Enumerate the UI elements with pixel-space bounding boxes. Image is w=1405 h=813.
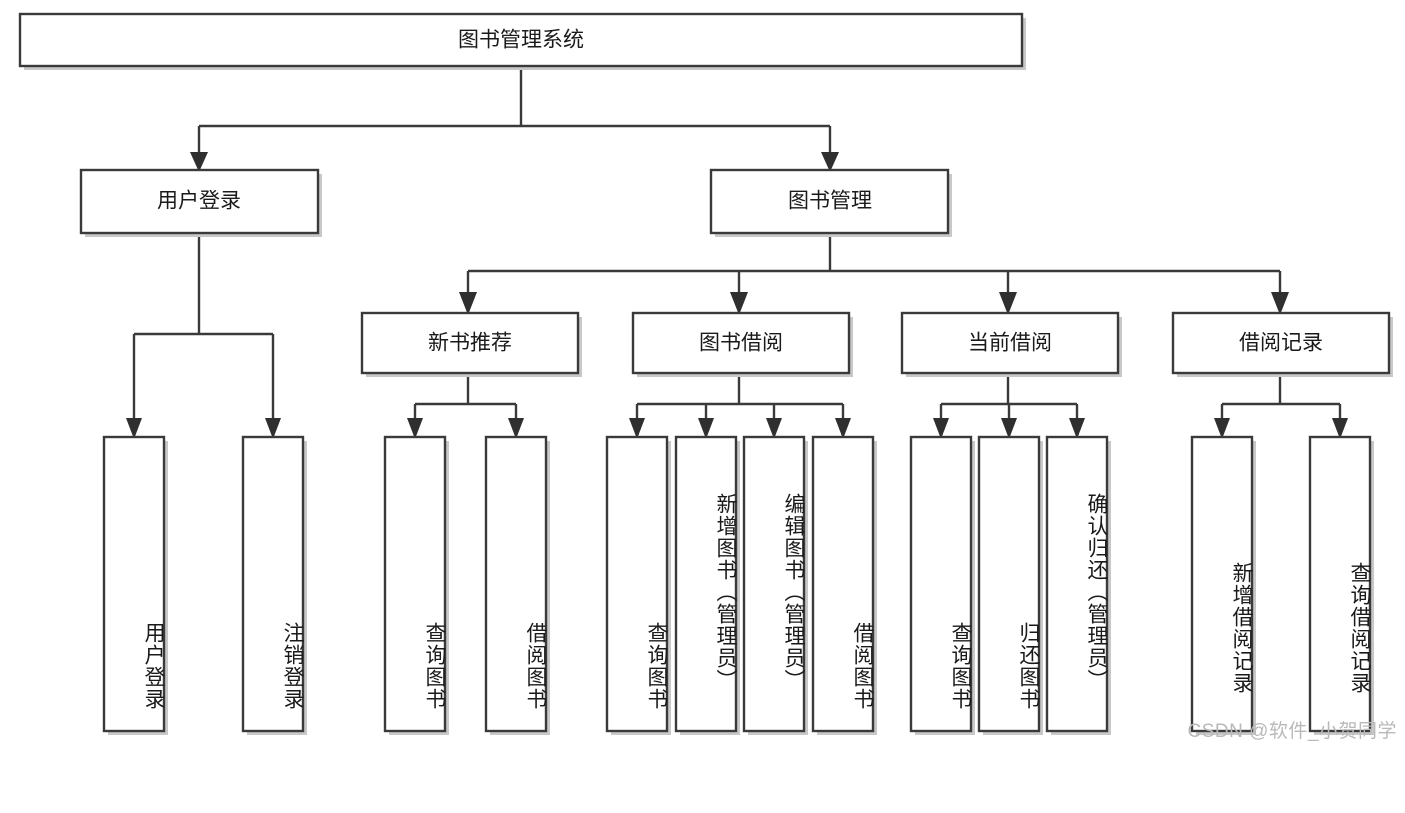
- book-manage-label: 图书管理: [788, 190, 872, 213]
- arrow-to-current-borrow: [999, 292, 1017, 315]
- arrow-to-leaf-return-book: [1001, 418, 1017, 439]
- node-book-borrow[interactable]: [631, 311, 851, 375]
- arrow-to-leaf-query-book-2: [629, 418, 645, 439]
- arrow-to-leaf-borrow-book-1: [508, 418, 524, 439]
- node-root[interactable]: [18, 12, 1024, 68]
- book-borrow-label: 图书借阅: [699, 332, 783, 355]
- arrow-to-leaf-borrow-book-2: [835, 418, 851, 439]
- arrow-to-borrow-record: [1271, 292, 1289, 315]
- node-leaf-query-book-3[interactable]: [909, 435, 973, 733]
- arrow-to-leaf-add-record: [1214, 418, 1230, 439]
- node-leaf-query-record[interactable]: [1308, 435, 1372, 733]
- node-leaf-add-book[interactable]: [674, 435, 738, 733]
- arrow-to-leaf-query-book-1: [407, 418, 423, 439]
- node-leaf-user-login[interactable]: [102, 435, 166, 733]
- arrow-to-leaf-query-book-3: [933, 418, 949, 439]
- arrow-to-new-book-rec: [459, 292, 477, 315]
- node-leaf-confirm-return[interactable]: [1045, 435, 1109, 733]
- arrow-to-leaf-user-login: [126, 418, 142, 439]
- borrow-record-label: 借阅记录: [1239, 332, 1323, 355]
- arrow-to-leaf-add-book: [698, 418, 714, 439]
- csdn-watermark: CSDN @软件_小贺同学: [1187, 721, 1397, 742]
- arrow-to-leaf-logout: [265, 418, 281, 439]
- arrow-to-user-login: [190, 152, 208, 172]
- diagram-canvas: 图书管理系统 用户登录 图书管理 新书推荐 图书借阅 当前借阅 借阅记录: [18, 12, 1393, 735]
- node-borrow-record[interactable]: [1171, 311, 1391, 375]
- node-new-book-rec[interactable]: [360, 311, 580, 375]
- node-leaf-query-book-2[interactable]: [605, 435, 669, 733]
- node-leaf-add-record[interactable]: [1190, 435, 1254, 733]
- arrow-to-leaf-query-record: [1332, 418, 1348, 439]
- node-current-borrow[interactable]: [900, 311, 1120, 375]
- current-borrow-label: 当前借阅: [968, 332, 1052, 355]
- hierarchy-diagram: 图书管理系统 用户登录 图书管理 新书推荐 图书借阅 当前借阅 借阅记录: [18, 12, 1397, 742]
- node-leaf-return-book[interactable]: [977, 435, 1041, 733]
- node-leaf-query-book-1[interactable]: [383, 435, 447, 733]
- node-user-login[interactable]: [79, 168, 320, 235]
- arrow-to-leaf-edit-book: [766, 418, 782, 439]
- user-login-label: 用户登录: [157, 190, 241, 213]
- node-leaf-edit-book[interactable]: [742, 435, 806, 733]
- node-book-manage[interactable]: [709, 168, 950, 235]
- arrowhead-layer: [126, 152, 1348, 439]
- new-book-rec-label: 新书推荐: [428, 332, 512, 355]
- arrow-to-leaf-confirm-return: [1069, 418, 1085, 439]
- arrow-to-book-manage: [821, 152, 839, 172]
- node-leaf-borrow-book-1[interactable]: [484, 435, 548, 733]
- root-label: 图书管理系统: [458, 29, 584, 52]
- node-layer: 图书管理系统 用户登录 图书管理 新书推荐 图书借阅 当前借阅 借阅记录: [18, 12, 1393, 735]
- node-leaf-logout[interactable]: [241, 435, 305, 733]
- node-leaf-borrow-book-2[interactable]: [811, 435, 875, 733]
- arrow-to-book-borrow: [730, 292, 748, 315]
